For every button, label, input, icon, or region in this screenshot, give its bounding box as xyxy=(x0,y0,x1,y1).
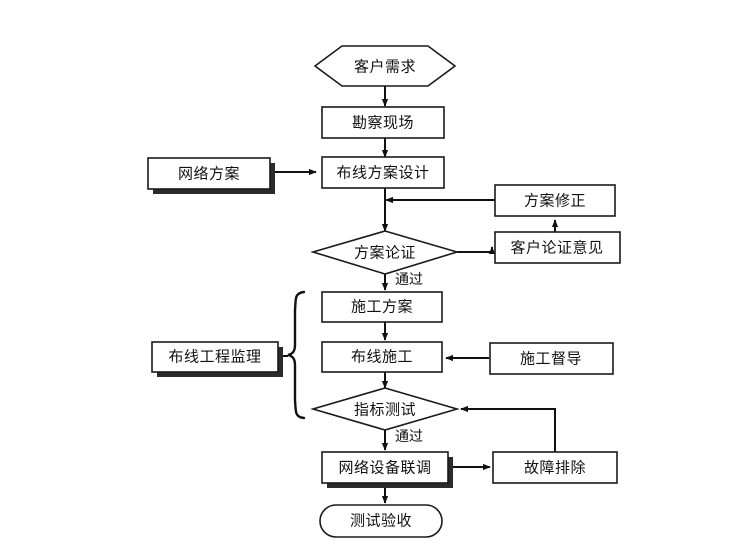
edge-label-plan-review-pass: 通过 xyxy=(395,272,423,288)
test-acceptance-label: 测试验收 xyxy=(350,512,412,530)
node-network-plan[interactable]: 网络方案 xyxy=(147,157,275,194)
customer-requirement-hexagon xyxy=(313,45,457,87)
metric-test-diamond xyxy=(310,387,460,431)
cabling-project-supervision-label: 布线工程监理 xyxy=(168,348,261,366)
site-survey-box xyxy=(321,106,445,139)
edge-fault-removal-to-metric-test xyxy=(460,405,556,452)
node-plan-review[interactable]: 方案论证 xyxy=(310,230,460,275)
node-cabling-construction[interactable]: 布线施工 xyxy=(321,341,443,373)
node-construction-supervision[interactable]: 施工督导 xyxy=(489,342,614,375)
node-cabling-plan-design[interactable]: 布线方案设计 xyxy=(321,156,445,189)
node-construction-plan[interactable]: 施工方案 xyxy=(321,291,443,323)
network-plan-box xyxy=(147,157,271,190)
site-survey-label: 勘察现场 xyxy=(352,114,414,132)
fault-removal-box xyxy=(492,451,618,484)
test-acceptance-stadium xyxy=(319,504,443,538)
node-plan-revision[interactable]: 方案修正 xyxy=(494,184,616,217)
plan-revision-box xyxy=(494,184,616,217)
node-metric-test[interactable]: 指标测试 xyxy=(310,387,460,431)
node-fault-removal[interactable]: 故障排除 xyxy=(492,451,618,484)
fault-removal-label: 故障排除 xyxy=(524,459,586,477)
construction-supervision-label: 施工督导 xyxy=(520,350,582,368)
node-customer-requirement[interactable]: 客户需求 xyxy=(313,45,457,87)
metric-test-label: 指标测试 xyxy=(354,401,416,419)
customer-review-opinion-label: 客户论证意见 xyxy=(510,239,603,257)
node-network-device-joint-debug[interactable]: 网络设备联调 xyxy=(321,451,453,488)
node-customer-review-opinion[interactable]: 客户论证意见 xyxy=(494,231,621,264)
cabling-plan-design-label: 布线方案设计 xyxy=(336,164,429,182)
construction-plan-label: 施工方案 xyxy=(351,298,413,316)
cabling-project-supervision-box xyxy=(151,341,279,373)
edge-plan-review-to-customer-review-opinion xyxy=(457,246,496,255)
network-device-joint-debug-box xyxy=(321,451,449,484)
plan-review-label: 方案论证 xyxy=(354,244,416,262)
network-plan-label: 网络方案 xyxy=(178,165,240,183)
construction-plan-box xyxy=(321,291,443,323)
cabling-plan-design-box xyxy=(321,156,445,189)
plan-revision-label: 方案修正 xyxy=(524,192,586,210)
node-test-acceptance[interactable]: 测试验收 xyxy=(319,504,443,538)
customer-review-opinion-box xyxy=(494,231,621,264)
plan-review-diamond xyxy=(310,230,460,275)
customer-requirement-label: 客户需求 xyxy=(354,58,416,76)
cabling-construction-box xyxy=(321,341,443,373)
network-device-joint-debug-label: 网络设备联调 xyxy=(338,459,431,477)
edge-label-metric-test-pass: 通过 xyxy=(395,429,423,445)
cabling-construction-label: 布线施工 xyxy=(351,348,413,366)
connector-layer xyxy=(274,86,559,504)
node-cabling-project-supervision[interactable]: 布线工程监理 xyxy=(151,341,283,377)
construction-supervision-box xyxy=(489,342,614,375)
node-site-survey[interactable]: 勘察现场 xyxy=(321,106,445,139)
